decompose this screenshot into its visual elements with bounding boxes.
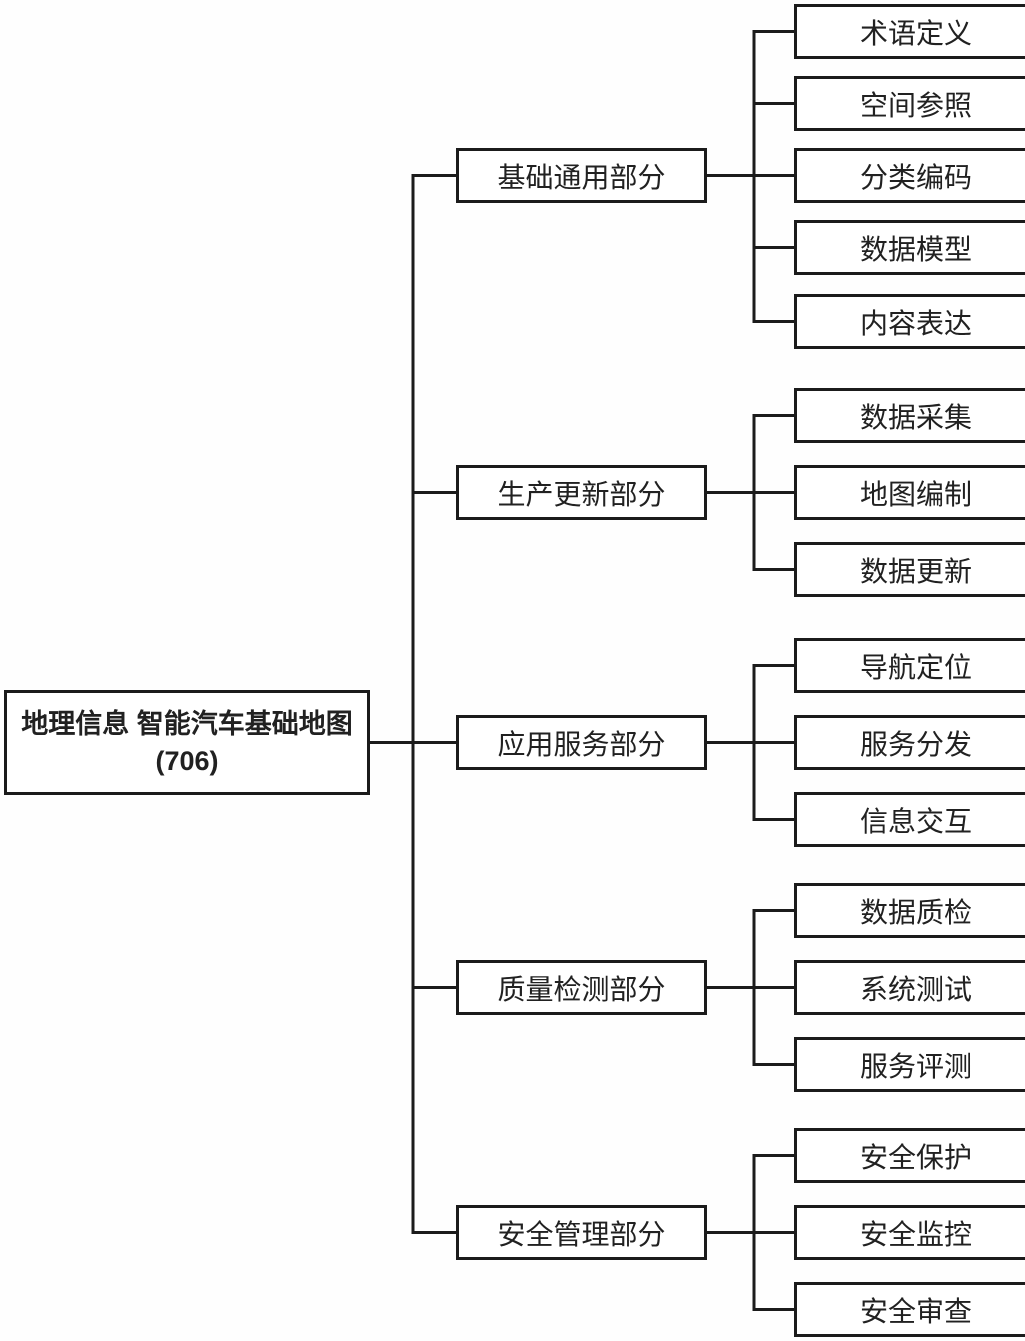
leaf-data-update: 数据更新 [794, 542, 1025, 597]
root-node-code: (706) [155, 745, 219, 776]
leaf-service-evaluation: 服务评测 [794, 1037, 1025, 1092]
branch-quality-inspection: 质量检测部分 [456, 960, 707, 1015]
leaf-terminology-definition: 术语定义 [794, 4, 1025, 59]
root-node: 地理信息 智能汽车基础地图 (706) [4, 690, 370, 795]
branch-production-update: 生产更新部分 [456, 465, 707, 520]
branch-application-service: 应用服务部分 [456, 715, 707, 770]
leaf-data-quality-check: 数据质检 [794, 883, 1025, 938]
leaf-data-collection: 数据采集 [794, 388, 1025, 443]
leaf-classification-coding: 分类编码 [794, 148, 1025, 203]
leaf-spatial-reference: 空间参照 [794, 76, 1025, 131]
branch-security-management: 安全管理部分 [456, 1205, 707, 1260]
root-node-title: 地理信息 智能汽车基础地图 [21, 708, 353, 739]
leaf-security-review: 安全审查 [794, 1282, 1025, 1337]
leaf-map-compilation: 地图编制 [794, 465, 1025, 520]
leaf-navigation-positioning: 导航定位 [794, 638, 1025, 693]
leaf-security-protection: 安全保护 [794, 1128, 1025, 1183]
leaf-content-expression: 内容表达 [794, 294, 1025, 349]
leaf-data-model: 数据模型 [794, 220, 1025, 275]
leaf-information-interaction: 信息交互 [794, 792, 1025, 847]
branch-basic-common: 基础通用部分 [456, 148, 707, 203]
leaf-system-testing: 系统测试 [794, 960, 1025, 1015]
leaf-service-distribution: 服务分发 [794, 715, 1025, 770]
leaf-security-monitoring: 安全监控 [794, 1205, 1025, 1260]
